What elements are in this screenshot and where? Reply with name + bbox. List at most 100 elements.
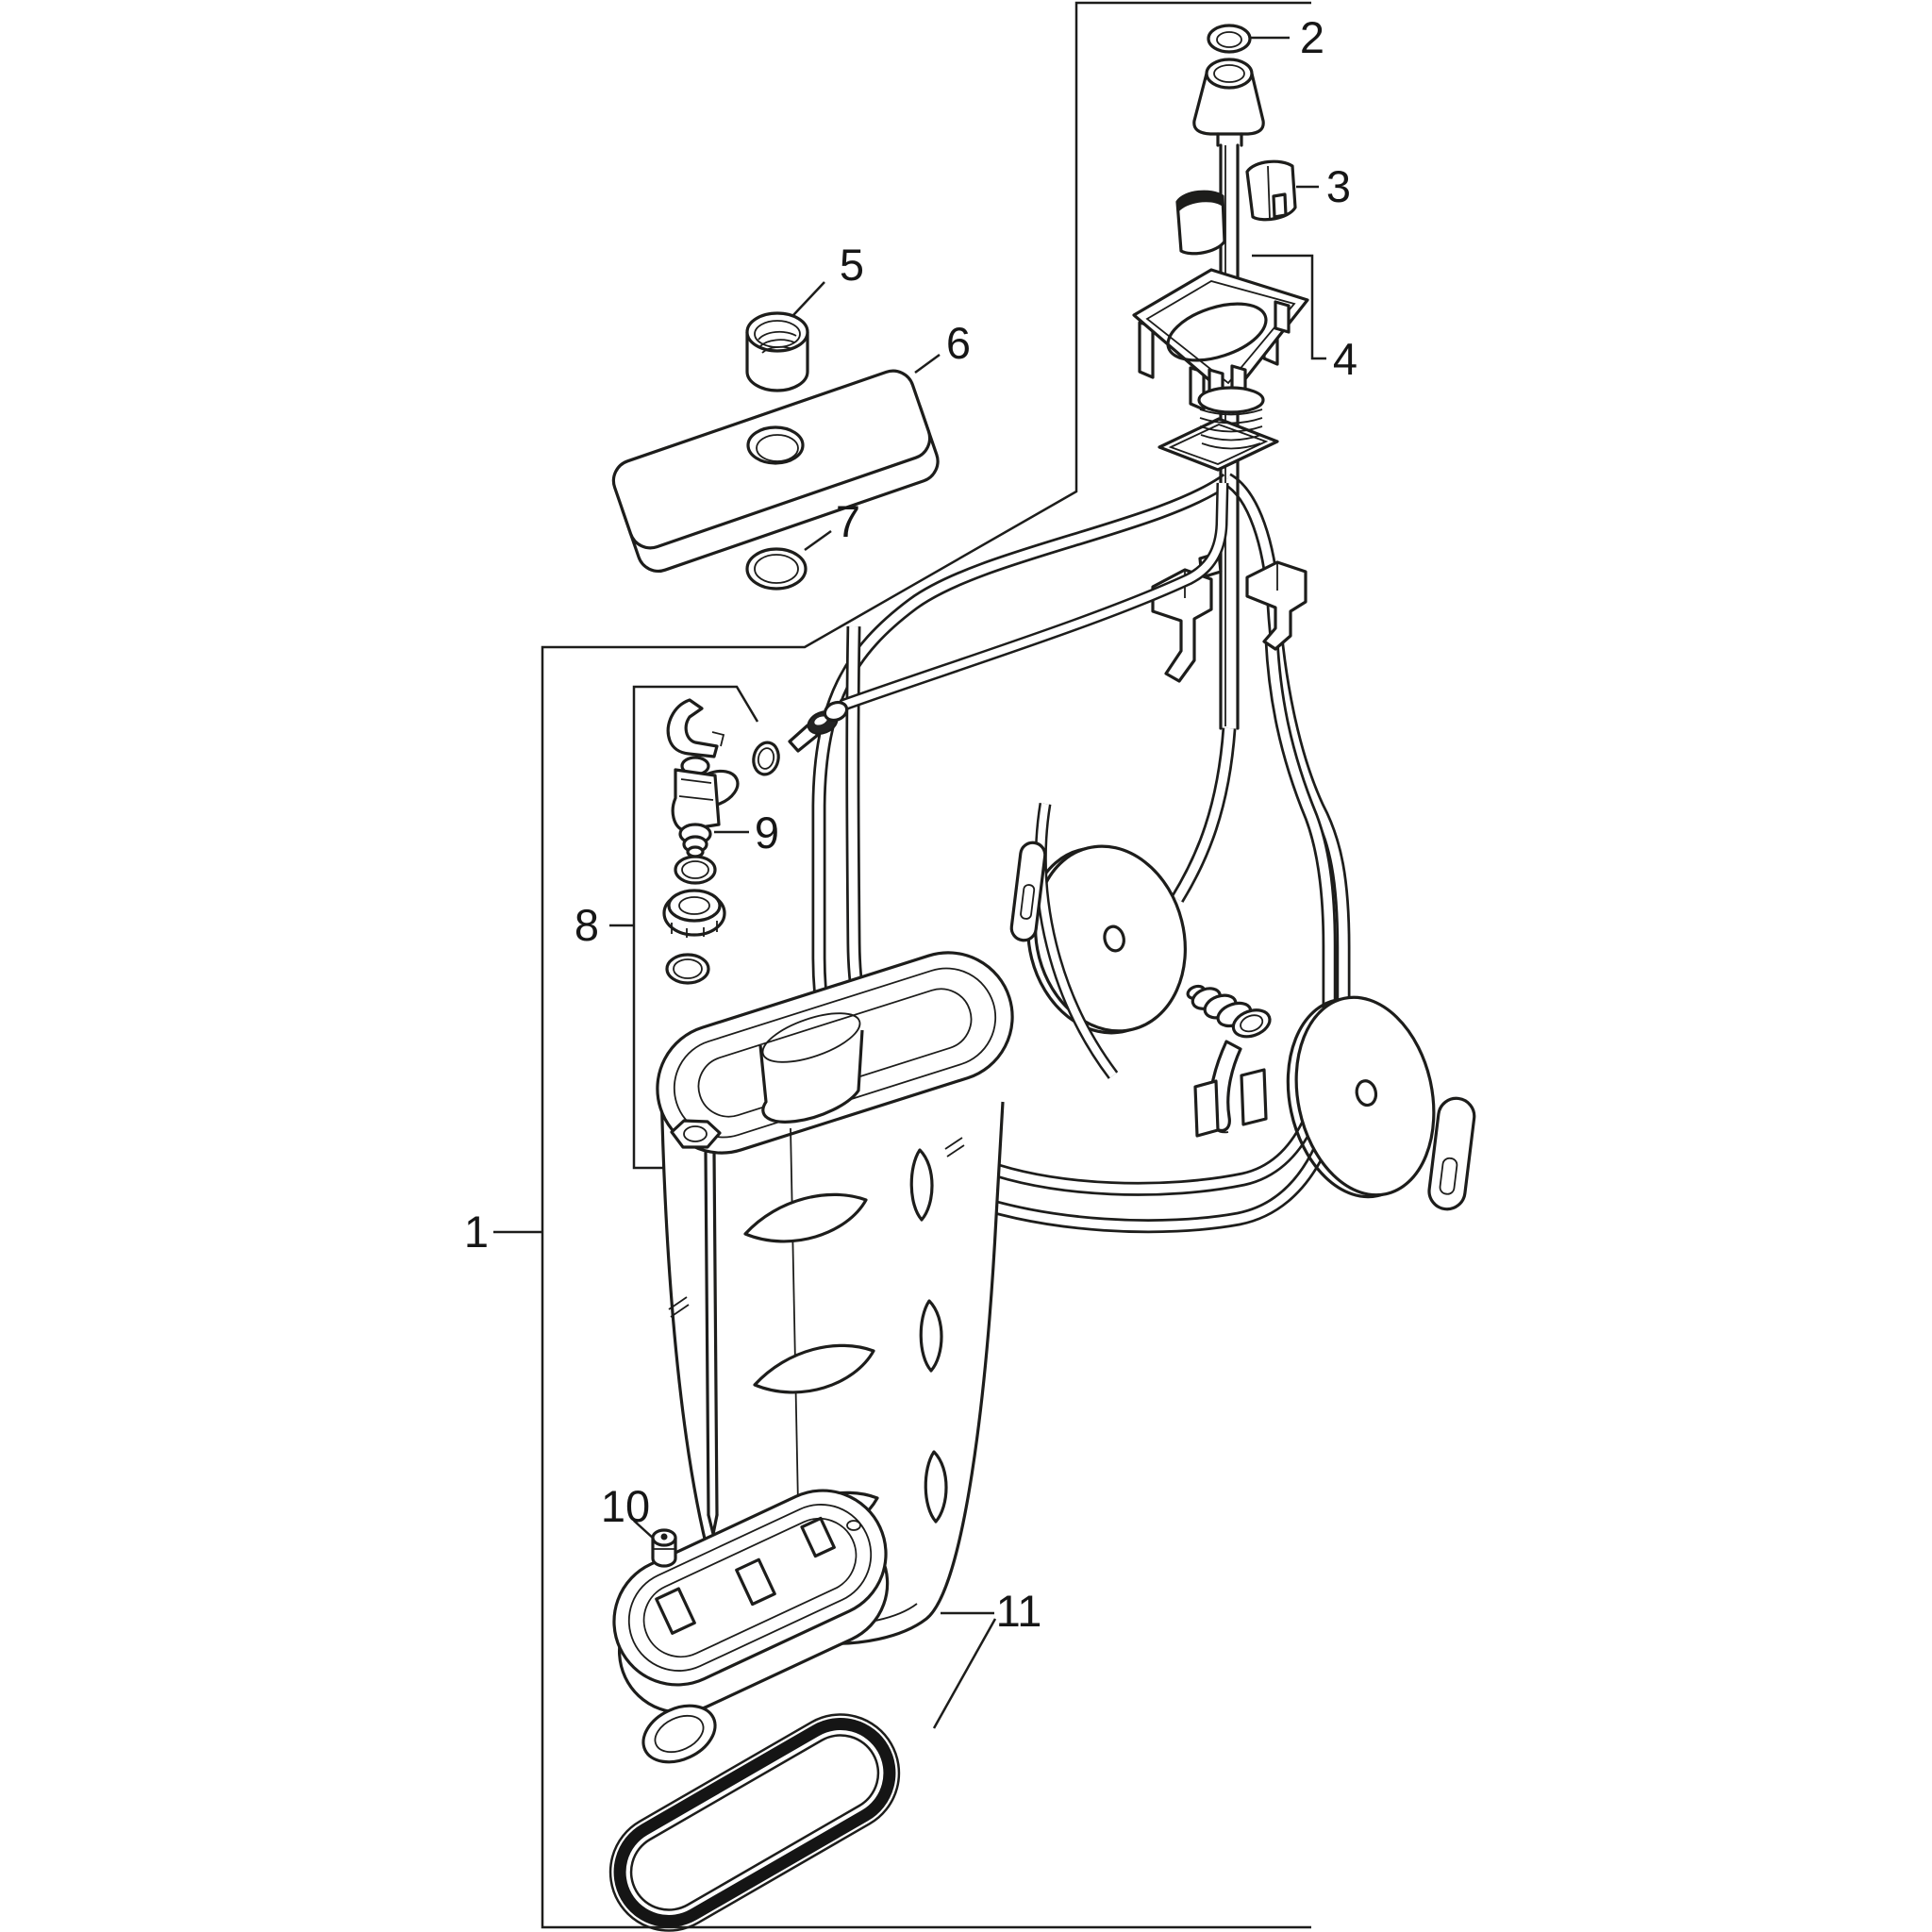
base-gasket-11 <box>608 1713 901 1932</box>
cone-top-bore <box>1213 64 1245 83</box>
plug-10 <box>651 1528 677 1568</box>
leader-6 <box>914 353 941 375</box>
leader-4 <box>1252 254 1326 360</box>
elbow-connector-9 <box>671 756 740 858</box>
hanger-foot-right <box>1240 1068 1268 1126</box>
callout-labels: 1 2 3 4 5 6 7 8 9 10 11 <box>464 12 1357 1636</box>
part-label-1: 1 <box>464 1207 489 1257</box>
hose-inner-loop-core <box>848 625 1334 1194</box>
o-ring-7-outer <box>745 547 808 591</box>
capsule-right-slot <box>1439 1157 1458 1195</box>
part-label-4: 4 <box>1333 334 1357 384</box>
part-label-3: 3 <box>1326 161 1351 211</box>
elbow-facets <box>678 778 714 801</box>
base-clip-a <box>655 1587 696 1635</box>
bracket-plate-inner <box>1145 280 1296 385</box>
hex-locknut-bore <box>683 1125 708 1142</box>
pullout-hose-loop <box>811 473 1351 1234</box>
gland-flange-inner <box>1168 424 1269 465</box>
flat-ring-outer <box>665 953 710 985</box>
base-spout <box>641 1704 717 1764</box>
check-valve <box>1186 984 1272 1039</box>
slot-right-2 <box>919 1299 943 1373</box>
o-ring-7-inner <box>754 554 799 584</box>
part-label-10: 10 <box>601 1481 650 1531</box>
bracket-clip-c <box>1274 300 1291 334</box>
cone-top-rim <box>1205 58 1254 90</box>
part-label-9: 9 <box>755 808 779 858</box>
break-mark-right <box>944 1137 965 1158</box>
hose-hanger-valve <box>1186 984 1272 1138</box>
seal-washer-inner <box>681 860 709 879</box>
hose-front-cross-core <box>1037 803 1117 1078</box>
fitting-sleeve <box>823 700 849 723</box>
o-ring-2-outer <box>1207 24 1252 54</box>
part-label-6: 6 <box>946 318 971 368</box>
supply-hose-tube-core <box>840 482 1226 709</box>
tank-housing <box>656 951 1014 1645</box>
hose-riser-bend-core <box>1173 727 1234 902</box>
valve-nut-bore <box>1240 1014 1264 1033</box>
castle-nut-top <box>667 889 722 923</box>
gland-flange <box>1158 417 1279 472</box>
seal-ring-side-inner <box>757 747 775 770</box>
leader-7 <box>804 529 832 552</box>
part-label-8: 8 <box>575 900 599 950</box>
wall-anchor-capsules <box>1009 841 1476 1211</box>
strain-relief-spring <box>1158 386 1279 472</box>
slot-left-2 <box>753 1343 875 1394</box>
cup-body <box>758 1029 864 1124</box>
castellated-nut <box>662 889 726 938</box>
base-rim-mid <box>627 1504 873 1672</box>
hose-guide-discs <box>1026 802 1436 1199</box>
hose-outer-loop-core <box>814 475 1348 1231</box>
base-rim-inner <box>642 1517 858 1658</box>
slot-right-1 <box>909 1148 934 1222</box>
part-label-11: 11 <box>996 1586 1042 1636</box>
flat-ring-inner <box>673 958 703 979</box>
base-clip-b <box>735 1557 776 1607</box>
wire-retainer <box>666 698 719 758</box>
spring-coils <box>1199 408 1263 450</box>
disc-left <box>1034 844 1187 1033</box>
break-marks <box>668 1137 965 1318</box>
cone-neck <box>1216 132 1243 147</box>
castle-nut-bore <box>678 896 710 915</box>
base-spout-bore <box>654 1714 705 1754</box>
capsule-left-slot <box>1020 884 1036 920</box>
plug-pin <box>660 1533 668 1541</box>
hose-cone-connector <box>1192 73 1265 136</box>
hanger-foot-left <box>1193 1079 1220 1138</box>
cup-rim <box>761 1012 861 1063</box>
plate-hole <box>746 425 805 465</box>
clip-3-shell <box>1245 159 1297 222</box>
tank-cup <box>758 1012 864 1124</box>
castle-notches <box>671 921 718 938</box>
slot-right-3 <box>924 1450 948 1524</box>
part-label-5: 5 <box>840 240 864 290</box>
disc-left-hole <box>1103 924 1125 953</box>
leader-10 <box>633 1520 656 1541</box>
plate-hole-rim <box>756 434 799 462</box>
bracket-hole <box>1166 302 1268 362</box>
clip-3-mate-rim <box>1177 192 1223 212</box>
base-screw-b <box>846 1520 861 1531</box>
capsule-left <box>1009 841 1047 942</box>
disc-right <box>1294 995 1436 1197</box>
sleeve-threads <box>758 330 797 354</box>
fitting-collar-highlight <box>814 716 827 725</box>
plate-top-face <box>611 369 932 550</box>
break-mark-left <box>668 1296 690 1318</box>
wall-hook-right <box>1245 560 1307 651</box>
rod-shaft <box>704 1151 719 1517</box>
wire-retainer-tab <box>711 731 725 747</box>
part-label-2: 2 <box>1300 12 1324 62</box>
spring-top <box>1197 386 1265 414</box>
gasket-band <box>613 1718 896 1927</box>
wall-hook-left <box>1151 568 1213 683</box>
disc-right-hole <box>1355 1079 1378 1108</box>
base-clip-c <box>800 1516 836 1558</box>
clip-3-notch <box>1272 192 1288 219</box>
gasket-outline <box>608 1713 901 1932</box>
